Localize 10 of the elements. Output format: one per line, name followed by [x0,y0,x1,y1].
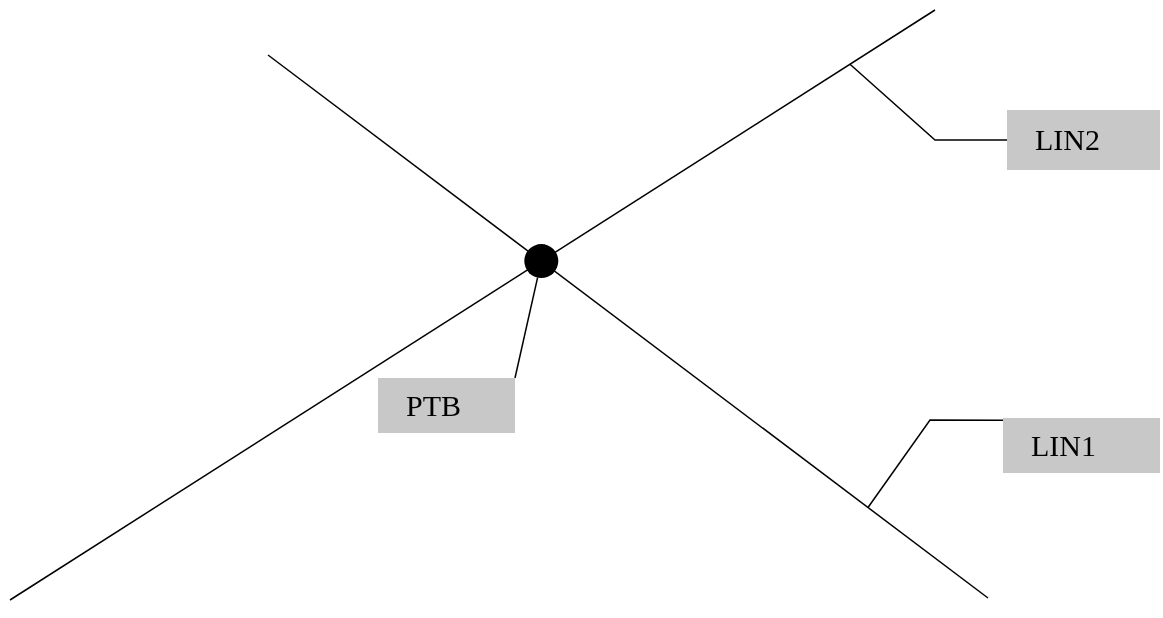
leader-line [849,63,1008,141]
label-text: LIN1 [1031,428,1096,463]
line [9,9,936,601]
label-text: LIN2 [1035,123,1100,157]
leader-line [514,276,539,379]
label-box [1007,110,1160,170]
label-text: PTB [406,388,462,423]
leader-line [867,419,1004,509]
line [267,54,989,599]
label-box [1003,418,1160,473]
